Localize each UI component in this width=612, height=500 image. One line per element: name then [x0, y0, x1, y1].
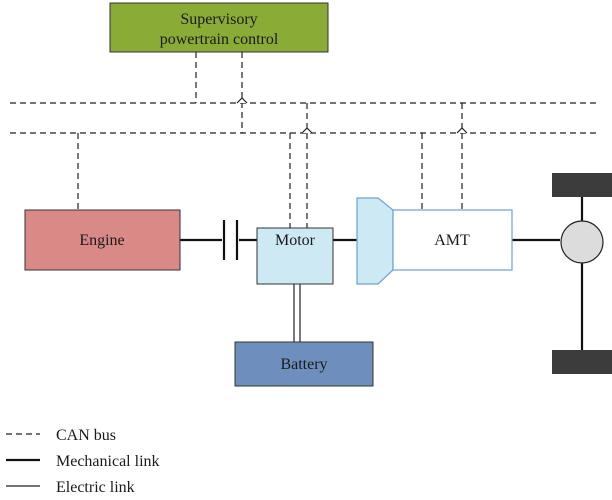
wheel-bottom	[552, 350, 612, 374]
supervisory-label-line2: powertrain control	[160, 31, 279, 48]
legend-can-bus-label: CAN bus	[56, 427, 116, 444]
motor-label: Motor	[275, 232, 316, 249]
engine-label: Engine	[79, 232, 124, 249]
crossover-3	[456, 127, 468, 134]
motor-block: Motor	[256, 227, 334, 285]
can-bus-crossovers	[236, 97, 468, 134]
crossover-2	[301, 127, 313, 134]
legend-mechanical-label: Mechanical link	[56, 453, 160, 470]
battery-box	[234, 341, 374, 387]
engine-block: Engine	[24, 209, 181, 271]
wheel-assembly	[552, 173, 612, 374]
battery-label: Battery	[280, 356, 327, 373]
battery-block: Battery	[234, 341, 374, 387]
can-bus-lines	[10, 52, 598, 228]
supervisory-label-line1: Supervisory	[180, 11, 257, 28]
supervisory-control-box	[109, 2, 329, 53]
electric-link	[293, 284, 301, 342]
legend-electric-label: Electric link	[56, 479, 135, 496]
motor-box	[256, 227, 334, 285]
amt-block: AMT	[356, 197, 513, 285]
hub-differential	[560, 220, 604, 264]
amt-label: AMT	[434, 232, 470, 249]
amt-box	[392, 209, 513, 271]
amt-input-housing	[356, 197, 394, 285]
crossover-1	[236, 97, 248, 104]
engine-box	[24, 209, 181, 271]
legend: CAN bus Mechanical link Electric link	[6, 427, 160, 496]
supervisory-control-block: Supervisory powertrain control	[109, 2, 329, 53]
wheel-top	[552, 173, 612, 197]
mechanical-links	[180, 185, 584, 356]
